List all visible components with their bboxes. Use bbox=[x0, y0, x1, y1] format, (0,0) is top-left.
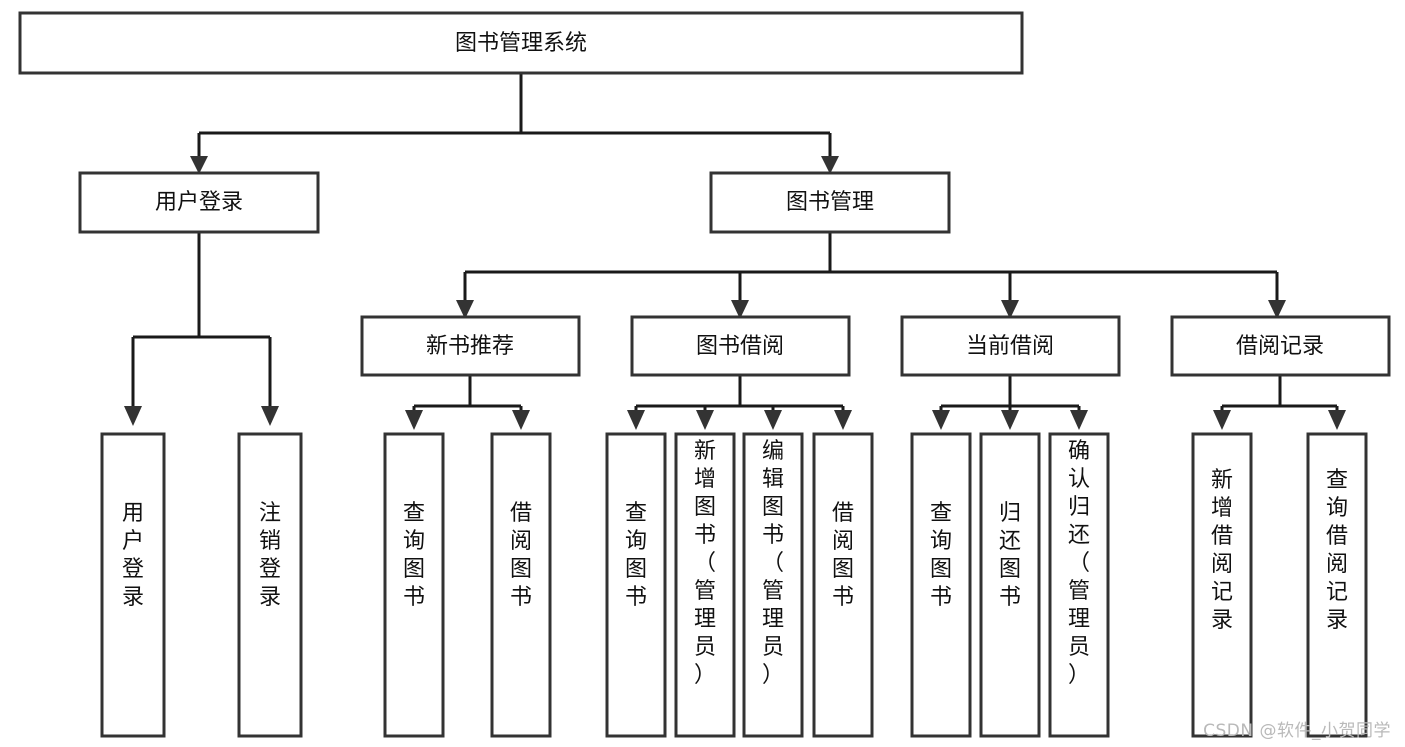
node-leaf-query-book-1[interactable]: 查询图书 bbox=[383, 432, 445, 738]
node-root-box[interactable] bbox=[18, 11, 1024, 75]
arrow-to-user-login bbox=[190, 156, 208, 174]
node-leaf-user-login-label: 用户登录 bbox=[122, 501, 144, 610]
node-leaf-return-book-label: 归还图书 bbox=[999, 501, 1021, 610]
arrow-to-leaf-query-record bbox=[1328, 410, 1346, 430]
arrow-to-leaf-logout bbox=[261, 406, 279, 426]
node-leaf-query-book-1-box[interactable] bbox=[383, 432, 445, 738]
node-leaf-query-book-2-box[interactable] bbox=[605, 432, 667, 738]
node-leaf-borrow-book-1-label: 借阅图书 bbox=[510, 501, 532, 610]
node-leaf-query-book-3-label: 查询图书 bbox=[930, 501, 952, 610]
node-leaf-confirm-return-label: 确认归还（管理员） bbox=[1068, 439, 1090, 688]
node-leaf-edit-book-box[interactable] bbox=[742, 432, 804, 738]
node-leaf-borrow-book-2-label: 借阅图书 bbox=[832, 501, 854, 610]
node-leaf-query-book-1-label: 查询图书 bbox=[403, 501, 425, 610]
node-leaf-add-book-label: 新增图书（管理员） bbox=[694, 439, 716, 688]
node-borrow-record-label: 借阅记录 bbox=[1236, 334, 1324, 359]
node-leaf-add-book-box[interactable] bbox=[674, 432, 736, 738]
node-book-borrow[interactable]: 图书借阅 bbox=[630, 315, 851, 377]
arrow-to-leaf-edit-book bbox=[764, 410, 782, 430]
node-leaf-borrow-book-2[interactable]: 借阅图书 bbox=[812, 432, 874, 738]
node-leaf-logout-label: 注销登录 bbox=[259, 501, 281, 610]
node-leaf-query-record[interactable]: 查询借阅记录 bbox=[1306, 432, 1368, 738]
node-user-login-label: 用户登录 bbox=[155, 190, 243, 215]
node-borrow-record-box[interactable] bbox=[1170, 315, 1391, 377]
node-new-book-recommend-label: 新书推荐 bbox=[426, 334, 514, 359]
arrow-to-leaf-query-book-2 bbox=[627, 410, 645, 430]
node-leaf-borrow-book-2-box[interactable] bbox=[812, 432, 874, 738]
node-book-management-box[interactable] bbox=[709, 171, 951, 234]
node-leaf-add-book[interactable]: 新增图书（管理员） bbox=[674, 432, 736, 738]
node-current-borrow-label: 当前借阅 bbox=[966, 334, 1054, 359]
node-root-label: 图书管理系统 bbox=[455, 31, 587, 56]
node-book-borrow-label: 图书借阅 bbox=[696, 334, 784, 359]
node-user-login[interactable]: 用户登录 bbox=[78, 171, 320, 234]
node-new-book-recommend[interactable]: 新书推荐 bbox=[360, 315, 581, 377]
node-leaf-add-record[interactable]: 新增借阅记录 bbox=[1191, 432, 1253, 738]
arrow-to-current-borrow bbox=[1001, 300, 1019, 319]
arrow-to-leaf-add-book bbox=[696, 410, 714, 430]
node-leaf-edit-book[interactable]: 编辑图书（管理员） bbox=[742, 432, 804, 738]
node-book-management[interactable]: 图书管理 bbox=[709, 171, 951, 234]
node-current-borrow[interactable]: 当前借阅 bbox=[900, 315, 1121, 377]
arrow-to-leaf-query-book-1 bbox=[405, 410, 423, 430]
node-new-book-recommend-box[interactable] bbox=[360, 315, 581, 377]
node-leaf-edit-book-label: 编辑图书（管理员） bbox=[762, 439, 784, 688]
arrow-to-leaf-query-book-3 bbox=[932, 410, 950, 430]
node-leaf-borrow-book-1[interactable]: 借阅图书 bbox=[490, 432, 552, 738]
arrow-to-book-management bbox=[821, 156, 839, 174]
node-leaf-return-book[interactable]: 归还图书 bbox=[979, 432, 1041, 738]
arrow-to-new-book-recommend bbox=[456, 300, 474, 319]
arrow-to-borrow-record bbox=[1268, 300, 1286, 319]
node-leaf-query-book-3[interactable]: 查询图书 bbox=[910, 432, 972, 738]
node-leaf-query-book-2[interactable]: 查询图书 bbox=[605, 432, 667, 738]
node-leaf-query-record-label: 查询借阅记录 bbox=[1326, 468, 1348, 633]
arrow-to-leaf-add-record bbox=[1213, 410, 1231, 430]
node-leaf-logout-box[interactable] bbox=[237, 432, 303, 738]
node-root[interactable]: 图书管理系统 bbox=[18, 11, 1024, 75]
node-leaf-user-login-box[interactable] bbox=[100, 432, 166, 738]
node-leaf-confirm-return-box[interactable] bbox=[1048, 432, 1110, 738]
arrow-to-book-borrow bbox=[731, 300, 749, 319]
node-book-management-label: 图书管理 bbox=[786, 190, 874, 215]
node-leaf-add-record-box[interactable] bbox=[1191, 432, 1253, 738]
node-leaf-user-login[interactable]: 用户登录 bbox=[100, 432, 166, 738]
node-user-login-box[interactable] bbox=[78, 171, 320, 234]
arrow-to-leaf-confirm-return bbox=[1070, 410, 1088, 430]
arrow-to-leaf-user-login bbox=[124, 406, 142, 426]
node-book-borrow-box[interactable] bbox=[630, 315, 851, 377]
node-current-borrow-box[interactable] bbox=[900, 315, 1121, 377]
node-leaf-confirm-return[interactable]: 确认归还（管理员） bbox=[1048, 432, 1110, 738]
arrow-to-leaf-return-book bbox=[1001, 410, 1019, 430]
node-leaf-query-book-2-label: 查询图书 bbox=[625, 501, 647, 610]
node-leaf-query-book-3-box[interactable] bbox=[910, 432, 972, 738]
node-leaf-return-book-box[interactable] bbox=[979, 432, 1041, 738]
arrow-to-leaf-borrow-book-2 bbox=[834, 410, 852, 430]
node-leaf-logout[interactable]: 注销登录 bbox=[237, 432, 303, 738]
connector-layer bbox=[124, 73, 1346, 430]
node-leaf-add-record-label: 新增借阅记录 bbox=[1211, 468, 1233, 633]
node-leaf-borrow-book-1-box[interactable] bbox=[490, 432, 552, 738]
node-leaf-query-record-box[interactable] bbox=[1306, 432, 1368, 738]
node-borrow-record[interactable]: 借阅记录 bbox=[1170, 315, 1391, 377]
arrow-to-leaf-borrow-book-1 bbox=[512, 410, 530, 430]
